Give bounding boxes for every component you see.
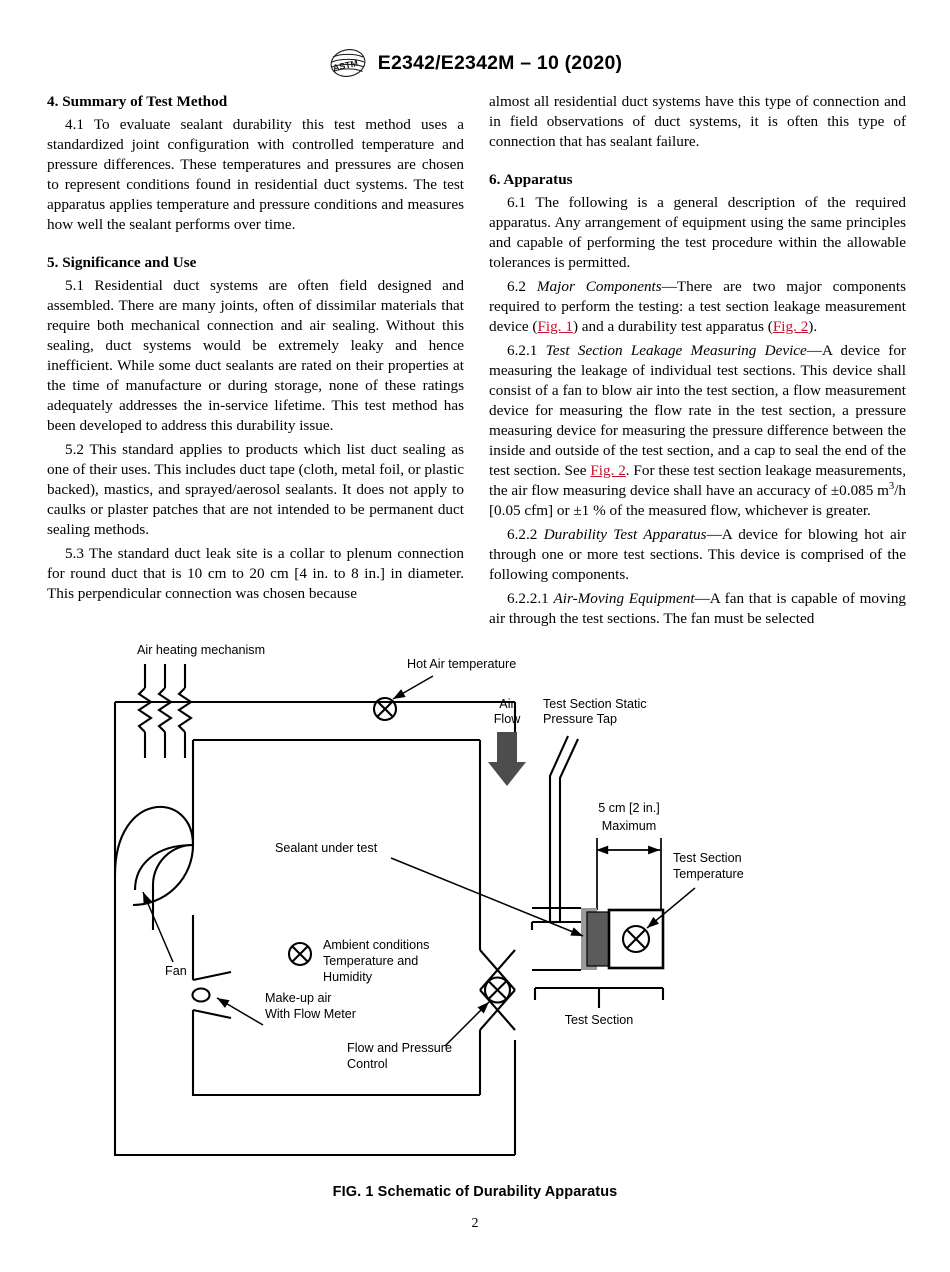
para-text-6-2-a: —There are two major components required… <box>489 277 907 335</box>
flow-control-valve <box>479 949 516 1031</box>
leader-sealant-under-test <box>390 857 584 937</box>
leader-hot-air-temperature <box>392 675 434 700</box>
fan-curves <box>117 740 193 902</box>
paragraph-6-2: 6.2 Major Components—There are two major… <box>489 277 906 337</box>
para-text-6-2-c: ). <box>808 317 818 335</box>
test-section-branch <box>530 922 534 930</box>
leader-test-section-temperature <box>646 887 696 929</box>
right-column: almost all residential duct systems have… <box>489 92 906 629</box>
para-number-6-2-2-1: 6.2.2.1 <box>507 589 549 607</box>
left-column: 4. Summary of Test Method 4.1 To evaluat… <box>47 92 464 629</box>
para-text-6-2-1-b: . For these test section leakage measure… <box>489 461 906 499</box>
paragraph-continued: almost all residential duct systems have… <box>489 93 906 150</box>
label-ambient-line1: Ambient conditions <box>323 938 429 952</box>
para-number-6-2-2: 6.2.2 <box>507 525 538 543</box>
superscript-cubic: 3 <box>889 480 895 492</box>
para-number-6-2: 6.2 <box>507 277 526 295</box>
figure-caption: FIG. 1 Schematic of Durability Apparatus <box>332 1184 618 1200</box>
test-section-temperature-sensor-icon <box>621 924 651 954</box>
sealant-block <box>586 911 610 967</box>
label-fan: Fan <box>165 964 187 978</box>
term-durability-test-apparatus: Durability Test Apparatus <box>543 525 707 543</box>
label-test-section: Test Section <box>565 1013 634 1027</box>
test-section-bracket <box>533 986 665 1008</box>
heading-summary-of-test-method: 4. Summary of Test Method <box>47 93 228 110</box>
para-text-6-2-b: ) and a durability test apparatus ( <box>572 317 773 335</box>
label-sealant-under-test: Sealant under test <box>275 841 378 855</box>
para-text-6-2-2: —A device for blowing hot air through on… <box>489 525 907 583</box>
label-static-pressure-tap-line2: Pressure Tap <box>543 712 617 726</box>
leader-flow-control <box>444 1001 490 1047</box>
label-test-section-temperature-line2: Temperature <box>673 867 744 881</box>
term-major-components: Major Components <box>536 277 662 295</box>
label-static-pressure-tap-line1: Test Section Static <box>543 697 647 711</box>
link-fig-2-b[interactable]: Fig. 2 <box>590 461 626 479</box>
para-number-5-2: 5.2 <box>65 440 84 458</box>
page-header: ASTM E2342/E2342M – 10 (2020) <box>0 48 950 78</box>
para-number-6-2-1: 6.2.1 <box>507 341 538 359</box>
label-air-heating-mechanism: Air heating mechanism <box>137 643 265 657</box>
para-text-6-2-1-a: —A device for measuring the leakage of i… <box>489 341 907 479</box>
ambient-conditions-sensor-icon <box>287 941 313 967</box>
figure-1: Air heating mechanism Hot Air temperatur… <box>0 640 950 1200</box>
paragraph-5-3: 5.3 The standard duct leak site is a col… <box>47 544 464 604</box>
paragraph-6-2-2: 6.2.2 Durability Test Apparatus—A device… <box>489 525 906 585</box>
para-text-6-2-1-c: /h [0.05 cfm] or ±1 % of the measured fl… <box>489 481 906 519</box>
para-number-5-3: 5.3 <box>65 544 84 562</box>
label-makeup-air-line1: Make-up air <box>265 991 332 1005</box>
standard-designation: E2342/E2342M – 10 (2020) <box>377 51 623 74</box>
page-number: 2 <box>471 1216 479 1231</box>
air-heating-elements <box>137 664 193 758</box>
test-section-duct-walls <box>532 906 581 972</box>
paragraph-6-1: 6.1 The following is a general descripti… <box>489 193 906 273</box>
paragraph-5-2: 5.2 This standard applies to products wh… <box>47 440 464 540</box>
label-ambient-line2: Temperature and <box>323 954 418 968</box>
heading-apparatus: 6. Apparatus <box>489 170 573 188</box>
term-air-moving-equipment: Air-Moving Equipment <box>553 589 695 607</box>
label-dimension-line1: 5 cm [2 in.] <box>598 801 660 815</box>
astm-logo: ASTM <box>328 48 368 78</box>
para-text-5-1: Residential duct systems are often field… <box>47 277 464 434</box>
para-text-5-2: This standard applies to products which … <box>47 440 464 538</box>
label-air-flow-line2: Flow <box>494 712 521 726</box>
paragraph-6-2-1: 6.2.1 Test Section Leakage Measuring Dev… <box>489 341 906 521</box>
paragraph-6-2-2-1: 6.2.2.1 Air-Moving Equipment—A fan that … <box>489 589 906 629</box>
para-text-6-2-2-1: —A fan that is capable of moving air thr… <box>489 589 907 627</box>
hot-air-temperature-sensor-icon <box>372 696 398 722</box>
link-fig-2-a[interactable]: Fig. 2 <box>772 317 809 335</box>
term-test-section-leakage-measuring-device: Test Section Leakage Measuring Device <box>545 341 807 359</box>
makeup-air-orifice <box>191 970 232 1020</box>
link-fig-1[interactable]: Fig. 1 <box>537 317 573 335</box>
para-number-6-1: 6.1 <box>507 194 526 212</box>
duct-inner-wall <box>191 738 482 1097</box>
para-number-5-1: 5.1 <box>65 277 84 295</box>
leader-makeup-air <box>216 997 264 1026</box>
label-dimension-line2: Maximum <box>602 819 657 833</box>
heading-significance-and-use: 5. Significance and Use <box>47 253 197 271</box>
para-text-6-1: The following is a general description o… <box>489 194 906 271</box>
label-makeup-air-line2: With Flow Meter <box>265 1007 356 1021</box>
air-flow-arrow-icon <box>488 732 526 786</box>
label-hot-air-temperature: Hot Air temperature <box>407 657 516 671</box>
label-air-flow-line1: Air <box>499 697 514 711</box>
pressure-tap-tube <box>548 735 579 924</box>
label-test-section-temperature-line1: Test Section <box>673 851 742 865</box>
body-columns: 4. Summary of Test Method 4.1 To evaluat… <box>47 92 907 629</box>
leader-fan <box>142 891 174 963</box>
para-number-4-1: 4.1 <box>65 116 84 134</box>
para-text-4-1: To evaluate sealant durability this test… <box>47 116 464 233</box>
label-flow-control-line1: Flow and Pressure <box>347 1041 452 1055</box>
paragraph-4-1: 4.1 To evaluate sealant durability this … <box>47 115 464 235</box>
label-ambient-line3: Humidity <box>323 970 373 984</box>
durability-apparatus-schematic: Air heating mechanism Hot Air temperatur… <box>113 643 744 1157</box>
dimension-extension-lines <box>596 838 662 910</box>
paragraph-5-1: 5.1 Residential duct systems are often f… <box>47 276 464 436</box>
para-text-5-3: The standard duct leak site is a collar … <box>47 544 464 602</box>
label-flow-control-line2: Control <box>347 1057 388 1071</box>
